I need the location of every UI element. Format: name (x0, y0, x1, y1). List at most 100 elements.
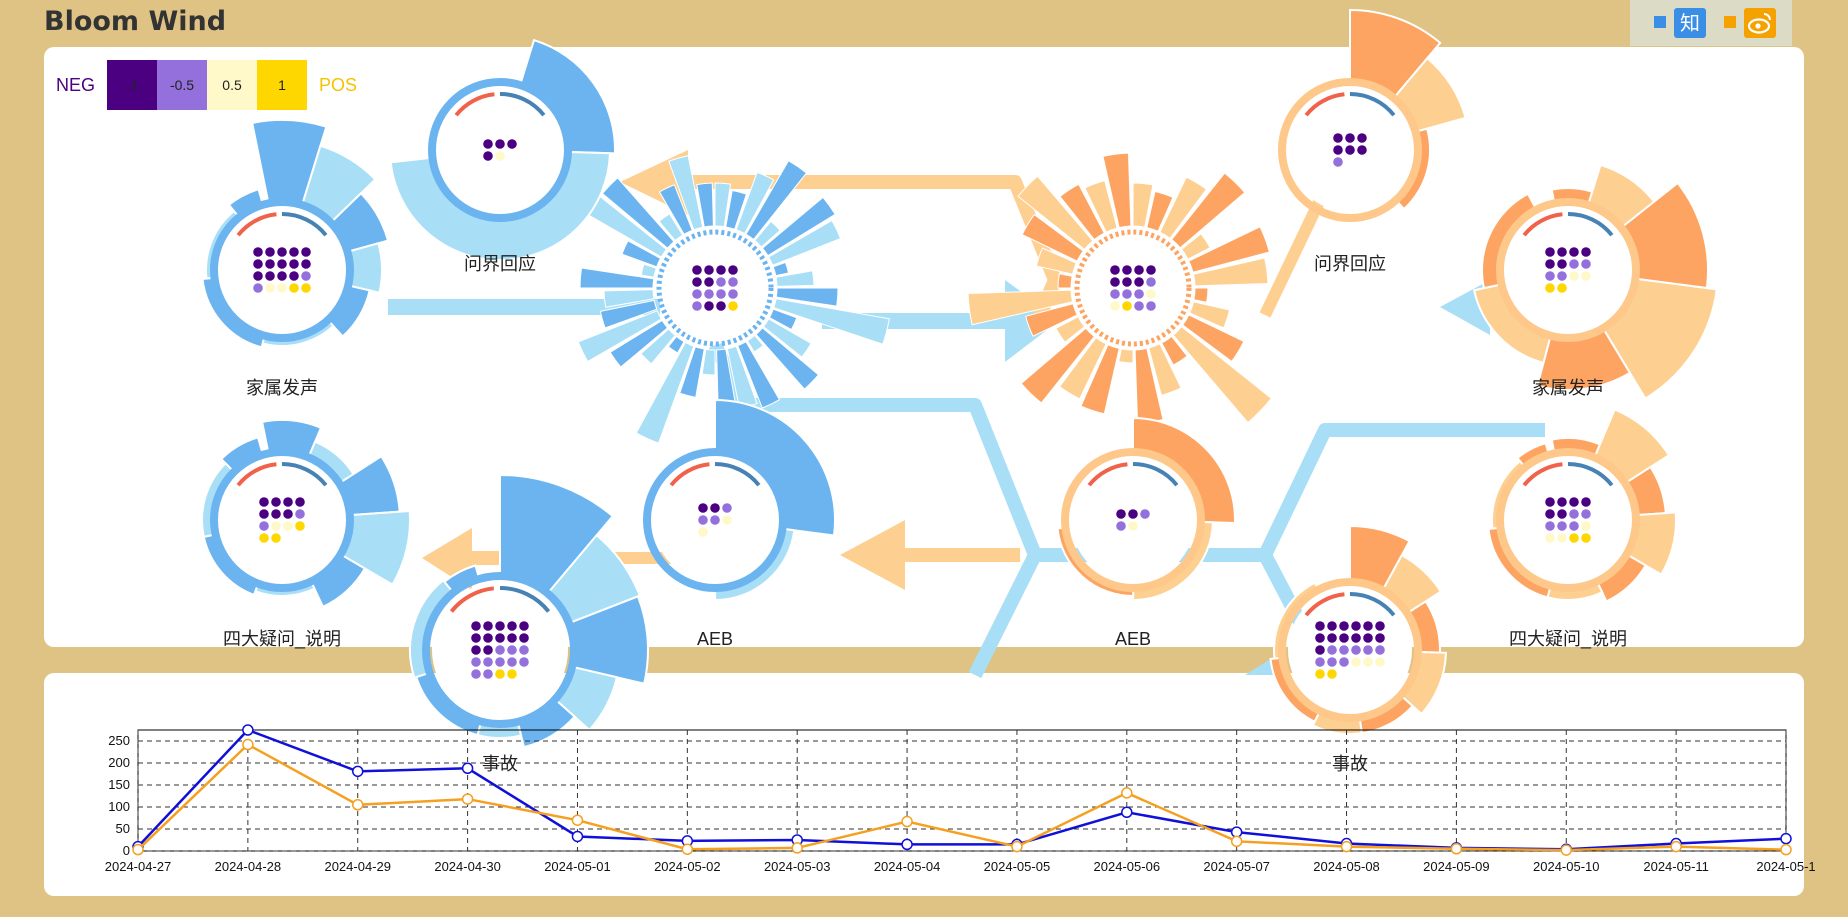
bloom-node-zhihu-4[interactable]: 事故 (409, 473, 649, 774)
weibo-icon[interactable] (1744, 8, 1776, 38)
sentiment-dot (692, 301, 702, 311)
sentiment-dot (1581, 247, 1591, 257)
bloom-node-zhihu-2[interactable]: 四大疑问_说明 (201, 419, 411, 650)
bloom-pos-arc (1350, 91, 1396, 117)
sentiment-dot (692, 289, 702, 299)
sentiment-dot (265, 259, 275, 269)
hub-petal (1170, 172, 1246, 249)
bloom-neg-arc (1087, 462, 1128, 487)
bloom-node-weibo-1[interactable]: 家属发声 (1472, 163, 1718, 400)
series-point-1[interactable] (1560, 844, 1573, 856)
sentiment-dot (259, 497, 269, 507)
sentiment-dot (483, 621, 493, 631)
series-point-1[interactable] (791, 842, 803, 854)
sentiment-dot (1315, 645, 1325, 655)
legend-cell-pos-half: 0.5 (207, 60, 258, 110)
x-tick-label: 2024-04-29 (324, 859, 391, 874)
series-point-0[interactable] (461, 762, 474, 775)
sentiment-dot (471, 669, 481, 679)
sentiment-dot (716, 289, 726, 299)
series-point-1[interactable] (681, 843, 694, 855)
series-point-0[interactable] (351, 765, 364, 778)
sentiment-dot (1140, 509, 1150, 519)
sentiment-dot (271, 497, 281, 507)
hub-petal (668, 155, 704, 231)
orange-stream-wenjie (1259, 197, 1326, 318)
hub-petal (1057, 273, 1073, 289)
series-point-1[interactable] (1670, 840, 1682, 853)
hub-petal (737, 341, 781, 409)
bloom-node-weibo-0[interactable]: 问界回应 (1278, 8, 1467, 274)
series-point-0[interactable] (901, 838, 913, 851)
series-point-1[interactable] (1450, 843, 1463, 855)
sentiment-dot (483, 151, 493, 161)
bloom-center (1506, 458, 1630, 582)
sentiment-dot (265, 271, 275, 281)
sentiment-dot (507, 645, 517, 655)
sentiment-dot (1327, 645, 1337, 655)
sentiment-dot (507, 633, 517, 643)
series-point-1[interactable] (1780, 843, 1792, 856)
sentiment-dot (283, 497, 293, 507)
bloom-node-weibo-2[interactable]: 四大疑问_说明 (1487, 408, 1677, 650)
sentiment-dot (1557, 259, 1567, 269)
series-point-1[interactable] (1011, 840, 1023, 853)
legend-pos-label: POS (319, 74, 358, 95)
series-point-1[interactable] (242, 738, 254, 751)
sentiment-dot (301, 271, 311, 281)
sentiment-dot (295, 509, 305, 519)
series-point-0[interactable] (1780, 832, 1792, 845)
bloom-node-zhihu-3[interactable]: AEB (643, 398, 836, 649)
sentiment-dot (1545, 497, 1555, 507)
zhihu-button[interactable]: 知 (1674, 8, 1706, 38)
bloom-neg-arc (236, 212, 277, 237)
bloom-node-weibo-3[interactable]: AEB (1056, 416, 1236, 649)
hub-petal (1159, 176, 1208, 239)
hub-petal (1055, 316, 1086, 343)
sentiment-dot (277, 259, 287, 269)
series-point-0[interactable] (242, 724, 254, 736)
bloom-node-zhihu-1[interactable]: 家属发声 (201, 119, 390, 398)
hub-ring (1074, 229, 1192, 347)
bloom-pos-arc (500, 586, 551, 613)
series-point-1[interactable] (1340, 840, 1353, 853)
sentiment-dot (277, 271, 287, 281)
bloom-node-label: AEB (697, 629, 733, 649)
x-tick-label: 2024-05-02 (654, 859, 721, 874)
sentiment-dot (483, 645, 493, 655)
series-point-0[interactable] (1121, 806, 1133, 819)
series-point-1[interactable] (351, 799, 364, 811)
sentiment-dot (1134, 301, 1144, 311)
bloom-node-label: 问界回应 (464, 254, 536, 274)
sentiment-dot (1315, 633, 1325, 643)
y-tick-label: 50 (116, 821, 130, 836)
sentiment-dot (1545, 259, 1555, 269)
sentiment-dot (722, 515, 732, 525)
series-point-1[interactable] (461, 793, 474, 805)
bloom-outer-ring (422, 572, 578, 728)
bloom-node-weibo-4[interactable]: 事故 (1269, 524, 1447, 774)
series-point-1[interactable] (132, 843, 144, 856)
series-point-0[interactable] (571, 830, 584, 843)
bloom-pos-arc (500, 92, 546, 117)
sentiment-dot (1327, 633, 1337, 643)
hub-center (1077, 232, 1189, 344)
sentiment-dot (698, 503, 708, 513)
sentiment-dot (271, 509, 281, 519)
hub-petal (768, 219, 842, 266)
bloom-node-zhihu-0[interactable]: 问界回应 (389, 38, 616, 274)
sentiment-dot (1357, 133, 1367, 143)
series-point-1[interactable] (1121, 787, 1133, 799)
sentiment-dot (1557, 283, 1567, 293)
series-point-1[interactable] (571, 814, 584, 826)
sentiment-dot (1128, 521, 1138, 531)
series-point-1[interactable] (901, 815, 913, 828)
sentiment-dot (1557, 509, 1567, 519)
sentiment-dot (265, 247, 275, 257)
sentiment-dot (1545, 533, 1555, 543)
sentiment-dot (259, 509, 269, 519)
hub-petal (1132, 182, 1154, 228)
hub-petal (579, 267, 655, 289)
sentiment-dot (253, 259, 263, 269)
series-point-1[interactable] (1230, 835, 1243, 848)
